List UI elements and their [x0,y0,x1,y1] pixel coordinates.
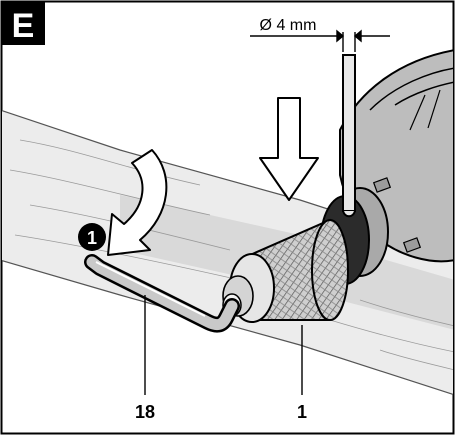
step-number-badge [78,223,106,251]
rotate-arrow-icon [107,149,168,256]
panel-letter: E [12,7,35,45]
step-number: 1 [87,228,97,248]
panel-letter-badge [1,1,45,45]
drill-bit [342,54,356,218]
callout-chuck: 1 [297,402,307,422]
callout-hex-key: 18 [135,402,155,422]
hex-key [84,254,240,333]
push-down-arrow-icon [259,97,319,201]
diameter-dimension [250,29,390,52]
diameter-label: Ø 4 mm [260,17,317,34]
